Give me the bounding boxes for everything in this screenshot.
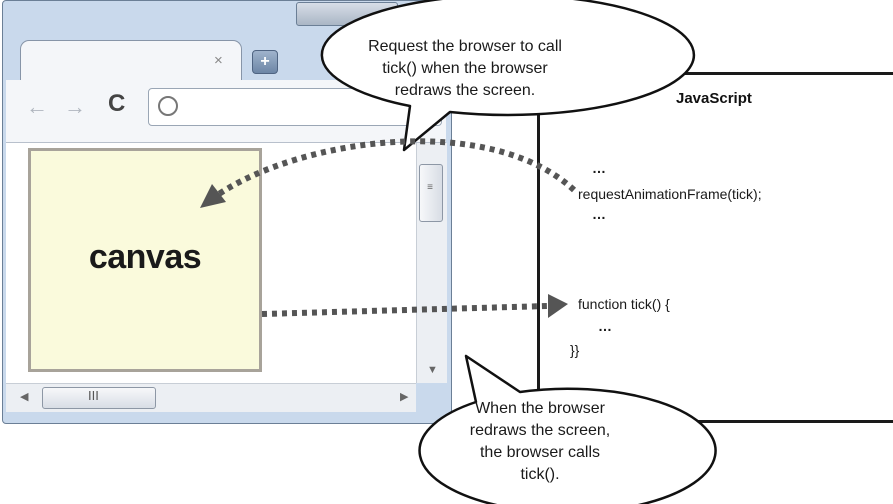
canvas-element xyxy=(28,148,262,372)
code-ellipsis-1: … xyxy=(592,160,606,176)
arrow-request-head xyxy=(200,184,226,208)
top-callout-line-2: tick() when the browser xyxy=(382,60,548,77)
arrow-tick-path xyxy=(261,303,549,317)
scroll-left-icon[interactable]: ◀ xyxy=(20,391,29,403)
browser-tab[interactable] xyxy=(20,40,242,81)
bottom-callout-line-2: redraws the screen, xyxy=(469,422,611,439)
code-closing-brace: }} xyxy=(570,342,580,358)
top-callout-line-3: redraws the screen. xyxy=(394,82,536,99)
top-callout-text: Request the browser to call tick() when … xyxy=(300,36,630,102)
globe-icon xyxy=(158,96,178,116)
vertical-scroll-thumb[interactable] xyxy=(419,164,443,222)
panel-top-line xyxy=(540,72,893,75)
tab-close-icon[interactable]: × xyxy=(214,52,223,69)
scroll-right-icon[interactable]: ▶ xyxy=(400,391,409,403)
code-request-animation-frame: requestAnimationFrame(tick); xyxy=(578,186,762,202)
scroll-grip-label: III xyxy=(88,388,99,403)
bottom-callout-line-3: the browser calls xyxy=(479,444,601,461)
top-callout-line-1: Request the browser to call xyxy=(368,38,562,55)
bottom-callout-line-1: When the browser xyxy=(475,400,605,417)
horizontal-scroll-thumb[interactable] xyxy=(42,387,156,409)
back-arrow-icon[interactable]: ← xyxy=(26,94,48,119)
bottom-callout-text: When the browser redraws the screen, the… xyxy=(400,398,680,486)
bottom-callout-bubble xyxy=(418,354,717,504)
scroll-grip-icon: ≡ xyxy=(427,182,433,193)
code-panel-title: JavaScript xyxy=(676,90,752,107)
arrow-tick-head xyxy=(548,294,568,318)
new-tab-button[interactable]: + xyxy=(252,50,278,74)
top-callout-bubble xyxy=(320,0,696,152)
code-function-tick: function tick() { xyxy=(578,296,670,312)
bottom-callout-line-4: tick(). xyxy=(520,466,560,483)
arrow-request-path xyxy=(214,138,577,199)
panel-left-line xyxy=(537,72,540,424)
code-ellipsis-3: … xyxy=(598,318,612,334)
forward-arrow-icon[interactable]: → xyxy=(64,94,86,119)
code-ellipsis-2: … xyxy=(592,206,606,222)
scroll-down-icon[interactable]: ▼ xyxy=(427,364,438,376)
reload-icon[interactable]: C xyxy=(108,90,126,117)
canvas-label: canvas xyxy=(88,238,202,276)
